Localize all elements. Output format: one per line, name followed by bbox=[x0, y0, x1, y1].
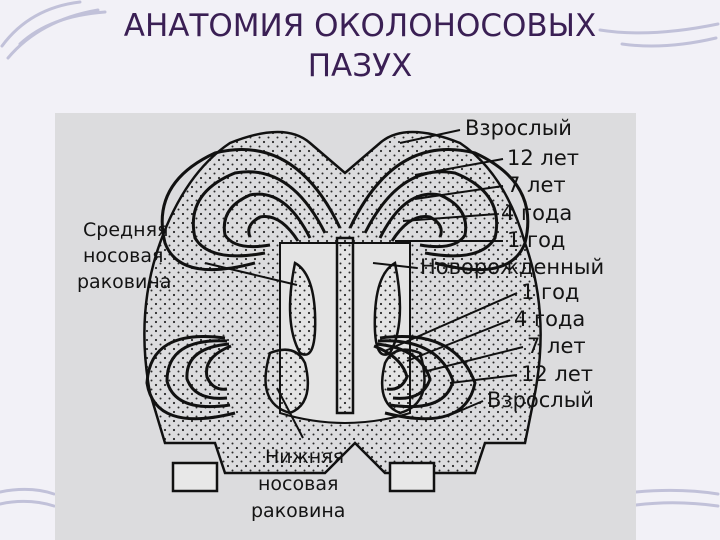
label-inferior-turbinate-1: Нижняя bbox=[265, 446, 344, 468]
label-frontal-12: 12 лет bbox=[507, 146, 579, 170]
label-maxillary-7: 7 лет bbox=[527, 334, 586, 358]
label-frontal-4: 4 года bbox=[501, 201, 572, 225]
label-middle-turbinate-3: раковина bbox=[77, 271, 171, 293]
sinus-anatomy-figure: Средняя носовая раковина Взрослый 12 лет… bbox=[55, 113, 636, 540]
label-maxillary-4: 4 года bbox=[514, 307, 585, 331]
label-inferior-turbinate-2: носовая bbox=[258, 473, 338, 495]
label-inferior-turbinate-3: раковина bbox=[251, 500, 345, 522]
label-frontal-7: 7 лет bbox=[507, 173, 566, 197]
slide-title-line1: АНАТОМИЯ ОКОЛОНОСОВЫХ bbox=[124, 8, 597, 44]
label-maxillary-12: 12 лет bbox=[521, 362, 593, 386]
label-frontal-adult: Взрослый bbox=[465, 116, 572, 140]
slide-title-line2: ПАЗУХ bbox=[0, 46, 720, 86]
label-middle-turbinate-1: Средняя bbox=[83, 219, 168, 241]
label-maxillary-1: 1 год bbox=[521, 280, 579, 304]
label-middle-turbinate-2: носовая bbox=[83, 245, 163, 267]
label-maxillary-adult: Взрослый bbox=[487, 388, 594, 412]
slide-title: АНАТОМИЯ ОКОЛОНОСОВЫХ ПАЗУХ bbox=[0, 6, 720, 86]
label-newborn: Новорожденный bbox=[420, 255, 604, 279]
label-frontal-1: 1 год bbox=[507, 228, 565, 252]
